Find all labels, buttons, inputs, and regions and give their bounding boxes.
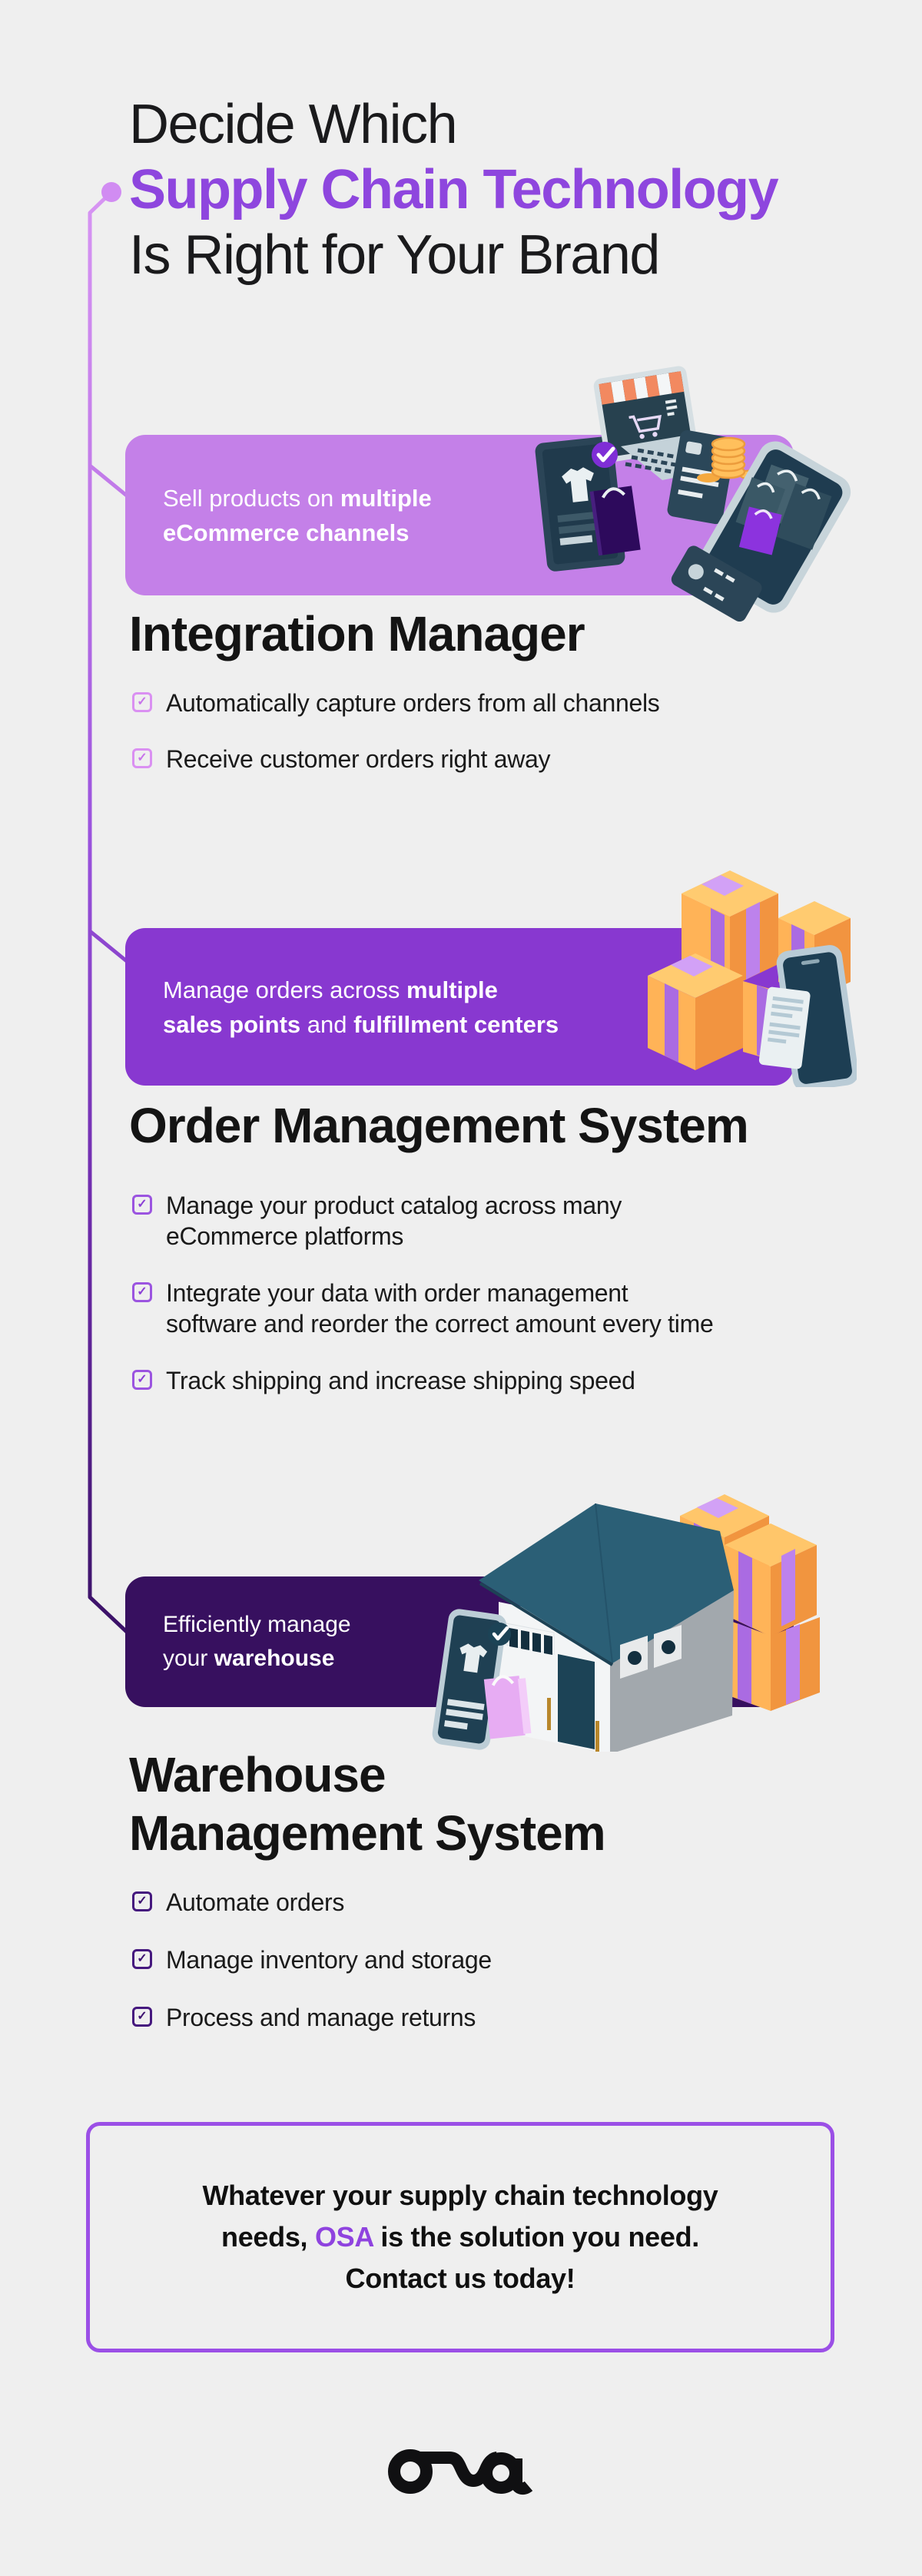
cta-brand-name: OSA bbox=[314, 2221, 373, 2253]
checklist-item-label: Receive customer orders right away bbox=[166, 745, 551, 773]
checklist-item: ✓ Automatically capture orders from all … bbox=[132, 688, 660, 718]
connector-dot bbox=[101, 182, 121, 202]
checklist-item-label: Automatically capture orders from all ch… bbox=[166, 689, 660, 717]
checkbox-icon: ✓ bbox=[132, 1370, 152, 1390]
coins-icon bbox=[697, 436, 761, 482]
cart-icon bbox=[628, 414, 662, 433]
pink-bag-icon bbox=[483, 1675, 532, 1739]
connector-branch-2 bbox=[88, 930, 129, 963]
warehouse-illustration bbox=[432, 1494, 820, 1752]
check-icon: ✓ bbox=[137, 2010, 148, 2023]
vent-unit-icon bbox=[620, 1625, 682, 1679]
order-management-checklist: ✓ Manage your product catalog across man… bbox=[132, 1190, 714, 1422]
cta-line-3: Contact us today! bbox=[345, 2263, 575, 2294]
banner-line: Efficiently manage bbox=[163, 1608, 794, 1642]
checklist-item-label: Manage your product catalog across many … bbox=[166, 1192, 622, 1250]
ecommerce-illustration bbox=[535, 366, 851, 622]
banner-text-segment-bold: fulfillment centers bbox=[353, 1010, 559, 1038]
section-heading-warehouse-management: Warehouse Management System bbox=[129, 1747, 606, 1861]
title-line-2: Supply Chain Technology bbox=[129, 159, 779, 220]
page-title: Decide Which Supply Chain Technology Is … bbox=[129, 92, 779, 288]
checkbox-icon: ✓ bbox=[132, 1949, 152, 1969]
checklist-item: ✓ Manage your product catalog across man… bbox=[132, 1190, 713, 1252]
checklist-item-label: Manage inventory and storage bbox=[166, 1946, 492, 1974]
check-icon: ✓ bbox=[137, 751, 148, 764]
banner-text-segment-bold: eCommerce channels bbox=[163, 519, 410, 546]
receipt-icon bbox=[758, 986, 811, 1069]
checklist-item-label: Automate orders bbox=[166, 1888, 345, 1916]
banner-text-segment-bold: sales points bbox=[163, 1010, 301, 1038]
check-icon: ✓ bbox=[137, 695, 148, 708]
checkbox-icon: ✓ bbox=[132, 1195, 152, 1215]
purple-bag-icon bbox=[738, 506, 782, 555]
connector-main-path bbox=[88, 191, 131, 1636]
checklist-item-label: Process and manage returns bbox=[166, 2004, 476, 2031]
check-badge-icon bbox=[488, 1623, 511, 1646]
cta-text-segment: is the solution you need. bbox=[373, 2221, 699, 2253]
banner-line: Manage orders across multiple bbox=[163, 973, 794, 1007]
checkbox-icon: ✓ bbox=[132, 748, 152, 768]
banner-text-segment-bold: multiple bbox=[406, 976, 498, 1003]
check-icon: ✓ bbox=[137, 1952, 148, 1965]
awning-icon bbox=[599, 371, 685, 405]
checklist-item: ✓ Track shipping and increase shipping s… bbox=[132, 1365, 713, 1396]
check-icon: ✓ bbox=[137, 1895, 148, 1908]
checkbox-icon: ✓ bbox=[132, 692, 152, 712]
title-line-3: Is Right for Your Brand bbox=[129, 224, 660, 286]
warehouse-building-icon bbox=[479, 1503, 734, 1752]
checklist-item-label: Integrate your data with order managemen… bbox=[166, 1279, 714, 1338]
check-icon: ✓ bbox=[137, 1198, 148, 1211]
banner-text-segment-bold: multiple bbox=[340, 484, 432, 512]
cta-line-2: needs, OSA is the solution you need. bbox=[90, 2216, 831, 2258]
banner-text-segment: and bbox=[300, 1010, 354, 1038]
check-icon: ✓ bbox=[137, 1285, 148, 1298]
banner-text-segment: Efficiently manage bbox=[163, 1612, 351, 1637]
banner-text-segment: Sell products on bbox=[163, 484, 340, 512]
cta-box: Whatever your supply chain technology ne… bbox=[86, 2122, 834, 2352]
cta-text-segment: needs, bbox=[221, 2221, 315, 2253]
banner-line: eCommerce channels bbox=[163, 516, 794, 550]
osa-logo bbox=[388, 2449, 533, 2495]
section-heading-order-management: Order Management System bbox=[129, 1098, 749, 1153]
banner-ecommerce-channels: Sell products on multiple eCommerce chan… bbox=[125, 435, 794, 595]
banner-line: sales points and fulfillment centers bbox=[163, 1007, 794, 1042]
title-line-1: Decide Which bbox=[129, 94, 458, 155]
checklist-item-label: Track shipping and increase shipping spe… bbox=[166, 1367, 635, 1394]
checklist-item: ✓ Integrate your data with order managem… bbox=[132, 1278, 714, 1339]
checkbox-icon: ✓ bbox=[132, 1282, 152, 1302]
package-box-icon bbox=[682, 870, 778, 987]
banner-text-segment: Manage orders across bbox=[163, 976, 407, 1003]
packages-illustration bbox=[648, 870, 857, 1087]
package-box-icon bbox=[725, 1523, 817, 1636]
banner-line: Sell products on multiple bbox=[163, 481, 794, 516]
banner-text-segment: your bbox=[163, 1646, 214, 1671]
checkbox-icon: ✓ bbox=[132, 1891, 152, 1911]
package-box-icon bbox=[648, 953, 743, 1070]
integration-manager-checklist: ✓ Automatically capture orders from all … bbox=[132, 688, 660, 800]
checklist-item: ✓ Receive customer orders right away bbox=[132, 744, 660, 774]
checkbox-icon: ✓ bbox=[132, 2007, 152, 2027]
shopping-bag-icon bbox=[589, 486, 641, 556]
warehouse-management-checklist: ✓ Automate orders ✓ Manage inventory and… bbox=[132, 1887, 492, 2060]
cta-line-1: Whatever your supply chain technology bbox=[202, 2180, 718, 2211]
connector-branch-1 bbox=[88, 464, 129, 498]
check-badge-icon bbox=[592, 442, 618, 468]
card-reader-icon bbox=[671, 545, 762, 622]
check-icon: ✓ bbox=[137, 1373, 148, 1386]
banner-text-segment-bold: warehouse bbox=[214, 1646, 335, 1671]
checklist-item: ✓ Process and manage returns bbox=[132, 2002, 492, 2033]
warehouse-door bbox=[558, 1654, 595, 1749]
checklist-item: ✓ Manage inventory and storage bbox=[132, 1944, 492, 1975]
section-heading-integration-manager: Integration Manager bbox=[129, 606, 585, 661]
checklist-item: ✓ Automate orders bbox=[132, 1887, 492, 1918]
banner-line: your warehouse bbox=[163, 1642, 794, 1676]
